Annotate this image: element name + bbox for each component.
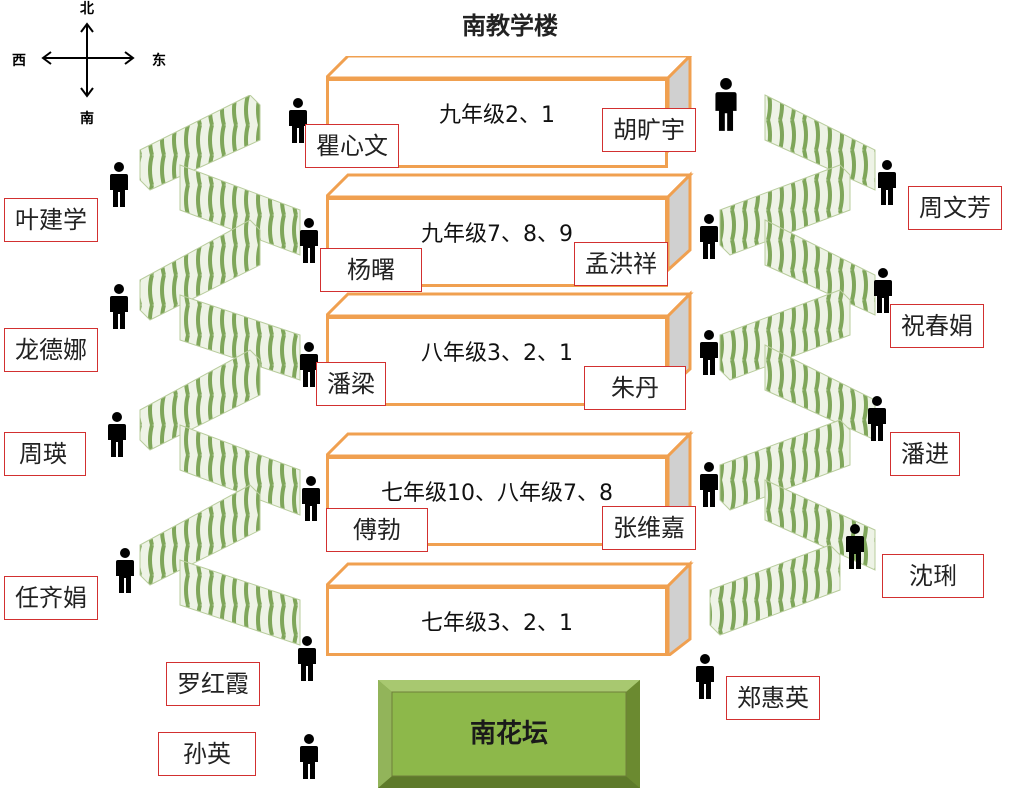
floor-label: 九年级2、1 (439, 103, 555, 128)
person-icon (296, 636, 318, 682)
person-icon (844, 524, 866, 570)
floor-label: 七年级10、八年级7、8 (381, 481, 613, 506)
name-label-qu-xinwen: 瞿心文 (305, 124, 399, 168)
name-label-pan-liang: 潘梁 (316, 362, 386, 406)
floor-label: 七年级3、2、1 (421, 611, 573, 636)
floor-7-3-2-1: 七年级3、2、1 (326, 586, 668, 656)
person-icon (298, 734, 320, 780)
name-label-pan-jin: 潘进 (890, 432, 960, 476)
compass-west: 西 (12, 53, 26, 69)
compass-east: 东 (152, 53, 166, 69)
name-label-zheng-huiying: 郑惠英 (726, 676, 820, 720)
name-label-ye-jianxue: 叶建学 (4, 198, 98, 242)
name-label-meng-hongxiang: 孟洪祥 (574, 242, 668, 286)
building-floors-3d (326, 56, 694, 656)
person-icon (876, 160, 898, 206)
name-label-zhang-weijia: 张维嘉 (602, 506, 696, 550)
west-staircase (139, 95, 301, 646)
person-icon (866, 396, 888, 442)
name-label-ren-qijuan: 任齐娟 (4, 576, 98, 620)
floor-label: 八年级3、2、1 (421, 341, 573, 366)
person-icon (106, 412, 128, 458)
person-icon (114, 548, 136, 594)
south-flowerbed (378, 680, 640, 788)
name-label-long-dena: 龙德娜 (4, 328, 98, 372)
person-icon (108, 162, 130, 208)
name-label-zhou-wenfang: 周文芳 (908, 186, 1002, 230)
name-label-fu-bo: 傅勃 (326, 508, 428, 552)
name-label-yang-shu: 杨曙 (320, 248, 422, 292)
building-title: 南教学楼 (462, 12, 558, 40)
compass-south: 南 (80, 111, 94, 127)
name-label-sun-ying: 孙英 (158, 732, 256, 776)
person-icon (698, 214, 720, 260)
compass-arrows (41, 22, 135, 98)
person-icon (300, 476, 322, 522)
floor-label: 九年级7、8、9 (421, 222, 573, 247)
flowerbed-label: 南花坛 (469, 719, 548, 749)
name-label-hu-kuangyu: 胡旷宇 (602, 108, 696, 152)
person-icon (712, 78, 740, 132)
name-label-zhu-dan: 朱丹 (584, 366, 686, 410)
name-label-shen-li: 沈琍 (882, 554, 984, 598)
name-label-zhou-ying: 周瑛 (4, 432, 86, 476)
person-icon (298, 218, 320, 264)
compass-north: 北 (80, 1, 94, 17)
person-icon (108, 284, 130, 330)
person-icon (694, 654, 716, 700)
name-label-zhu-chunjuan: 祝春娟 (890, 304, 984, 348)
name-label-luo-hongxia: 罗红霞 (166, 662, 260, 706)
person-icon (698, 462, 720, 508)
person-icon (698, 330, 720, 376)
